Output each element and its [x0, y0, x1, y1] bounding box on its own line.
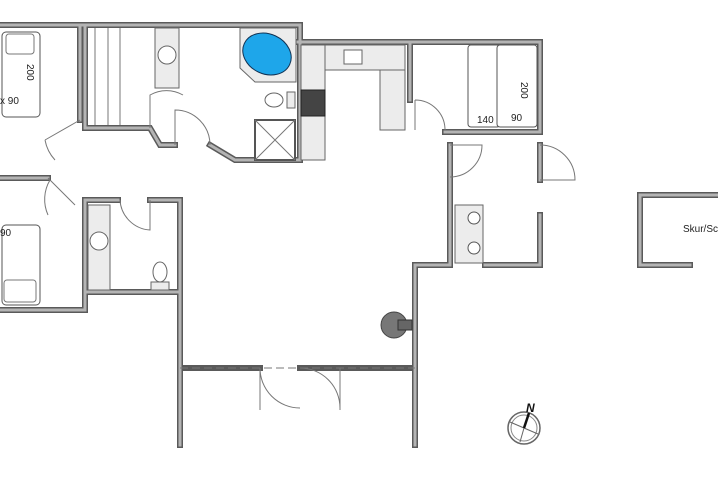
double-bed-width-label: 140 — [477, 115, 494, 126]
bedroom-right: 140 90 200 — [449, 44, 538, 178]
utility — [454, 144, 576, 264]
sink-icon — [89, 231, 109, 251]
single-bed-length-label: 200 — [518, 82, 529, 99]
shed-label: Skur/Sch — [683, 224, 718, 235]
bathtub — [242, 32, 292, 76]
bedroom-bottom-left: 90 — [0, 224, 41, 306]
toilet-icon — [152, 261, 168, 283]
toilet-icon — [264, 92, 284, 108]
kitchen — [300, 44, 446, 161]
stairs — [94, 28, 121, 125]
bed-width-label: 90 — [0, 228, 12, 239]
dryer-icon — [467, 241, 481, 255]
sink-icon — [343, 49, 363, 65]
bathroom-2 — [87, 199, 170, 291]
walls — [0, 22, 718, 448]
compass-north-label: N — [526, 401, 535, 415]
washer-icon — [467, 211, 481, 225]
sink-icon — [157, 45, 177, 65]
single-bed-width-label: 90 — [511, 113, 523, 124]
bedroom-top-left: 200 x 90 — [0, 31, 81, 216]
compass: N — [507, 401, 541, 445]
living-area — [259, 311, 413, 410]
bed-length-label: 200 — [24, 64, 35, 81]
shed: Skur/Sch — [683, 224, 718, 235]
stove-icon — [300, 89, 326, 117]
bed-width-label: x 90 — [0, 96, 19, 107]
bathroom-fixtures — [149, 27, 297, 161]
